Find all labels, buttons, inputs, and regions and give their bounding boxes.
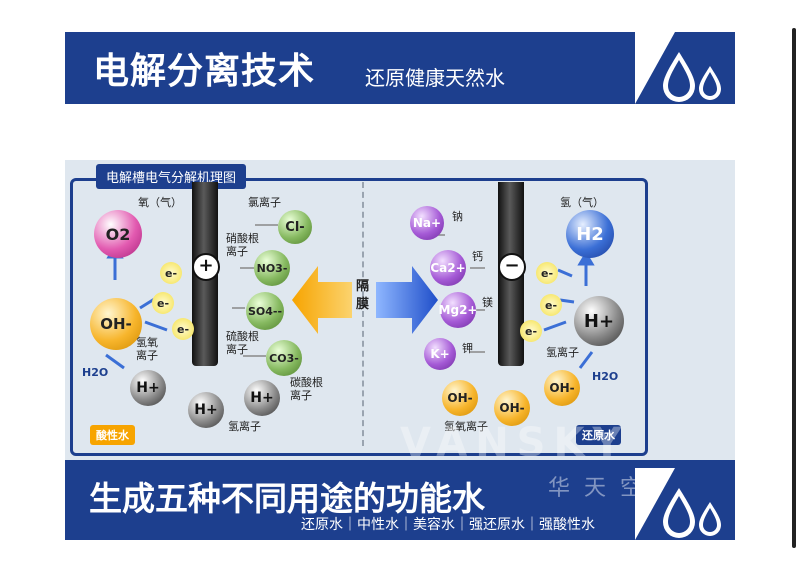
reduced-water-badge: 还原水 — [576, 425, 621, 445]
electrolysis-cell-frame — [70, 178, 648, 456]
electron-3-left: e- — [172, 318, 194, 340]
h2o-label-left: H2O — [82, 366, 109, 379]
water-drop-logo — [635, 32, 735, 104]
h-ion-left-2: H+ — [188, 392, 224, 428]
k-label: 钾 — [462, 342, 473, 355]
electron-1-left: e- — [160, 262, 182, 284]
o2-label: 氧（气） — [138, 196, 182, 209]
membrane-divider — [362, 182, 364, 446]
h-ion-left-1: H+ — [130, 370, 166, 406]
mg-ion: Mg2+ — [439, 292, 477, 328]
page-title: 电解分离技术 — [93, 51, 316, 92]
diagram-caption: 电解槽电气分解机理图 — [96, 164, 247, 189]
h-ion-right: H+ — [574, 296, 624, 346]
h-ion-label-right: 氢离子 — [546, 346, 579, 359]
acidic-water-badge: 酸性水 — [90, 425, 135, 445]
oh-ion-right-2: OH- — [494, 390, 530, 426]
oh-label-right: 氢氧离子 — [444, 420, 488, 433]
electron-1-right: e- — [536, 262, 558, 284]
na-ion: Na+ — [410, 206, 444, 240]
cl-label: 氯离子 — [248, 196, 281, 209]
mg-label: 镁 — [482, 296, 493, 309]
k-ion: K+ — [424, 338, 456, 370]
footer-title: 生成五种不同用途的功能水 — [89, 479, 485, 518]
electron-3-right: e- — [520, 320, 542, 342]
co3-label: 碳酸根 离子 — [290, 376, 323, 402]
so4-ion: SO4-- — [246, 292, 284, 330]
h2-label: 氢（气） — [560, 196, 604, 209]
cathode-minus-sign: − — [498, 253, 526, 281]
so4-label: 硫酸根 离子 — [226, 330, 259, 356]
electron-2-left: e- — [152, 292, 174, 314]
no3-ion: NO3- — [254, 250, 290, 286]
oh-label-left: 氢氧 离子 — [136, 336, 158, 362]
oh-ion-left: OH- — [90, 298, 142, 350]
h-ion-left-3: H+ — [244, 380, 280, 416]
oh-ion-right-1: OH- — [442, 380, 478, 416]
ca-label: 钙 — [472, 250, 483, 263]
footer-subtitle: 还原水｜中性水｜美容水｜强还原水｜强酸性水 — [301, 517, 595, 533]
h2-molecule: H2 — [566, 210, 614, 258]
oh-ion-right-3: OH- — [544, 370, 580, 406]
header-banner: 电解分离技术 还原健康天然水 — [65, 32, 735, 104]
h-ion-label-left: 氢离子 — [228, 420, 261, 433]
electron-2-right: e- — [540, 294, 562, 316]
na-label: 钠 — [452, 210, 463, 223]
footer-banner: 生成五种不同用途的功能水 还原水｜中性水｜美容水｜强还原水｜强酸性水 — [65, 460, 735, 540]
cl-ion: Cl- — [278, 210, 312, 244]
water-drop-logo-bottom — [635, 468, 735, 540]
page-subtitle: 还原健康天然水 — [365, 66, 505, 90]
h2o-label-right: H2O — [592, 370, 619, 383]
scrollbar[interactable] — [792, 28, 796, 548]
ca-ion: Ca2+ — [430, 250, 466, 286]
vansky-watermark: VANSKY — [400, 420, 630, 466]
chinese-watermark: 华天空 — [548, 476, 657, 501]
membrane-label: 隔膜 — [356, 279, 370, 312]
o2-molecule: O2 — [94, 210, 142, 258]
anode-plus-sign: + — [192, 253, 220, 281]
co3-ion: CO3- — [266, 340, 302, 376]
no3-label: 硝酸根 离子 — [226, 232, 259, 258]
